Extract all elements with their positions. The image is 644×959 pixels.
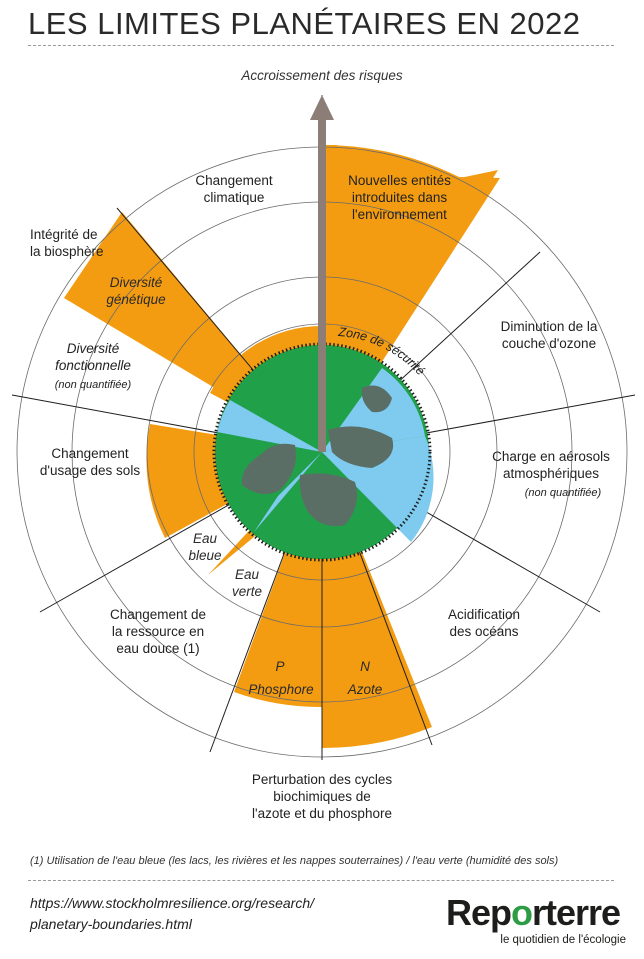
segment-functional-diversity bbox=[217, 400, 322, 452]
source-link[interactable]: https://www.stockholmresilience.org/rese… bbox=[30, 893, 314, 935]
label-nitrogen-symbol: N bbox=[360, 659, 370, 674]
label-aerosols-not-quantified: (non quantifiée) bbox=[524, 487, 602, 499]
footnote: (1) Utilisation de l'eau bleue (les lacs… bbox=[30, 855, 559, 867]
label-ocean-acidification: Acidification des océans bbox=[447, 607, 521, 639]
label-blue-water: Eau bleue bbox=[188, 531, 222, 563]
label-functional-diversity: Diversité fonctionnelle bbox=[55, 341, 131, 373]
page-title: LES LIMITES PLANÉTAIRES EN 2022 bbox=[28, 6, 581, 41]
logo-part1: Rep bbox=[446, 892, 512, 933]
label-ozone: Diminution de la couche d'ozone bbox=[500, 319, 598, 351]
label-aerosols: Charge en aérosols atmosphériques bbox=[492, 449, 610, 481]
label-biochemical: Perturbation des cycles biochimiques de … bbox=[251, 772, 393, 821]
title-divider bbox=[28, 45, 614, 46]
label-phosphorus: Phosphore bbox=[248, 682, 314, 697]
label-green-water: Eau verte bbox=[231, 567, 262, 599]
label-biosphere: Intégrité de la biosphère bbox=[30, 227, 104, 259]
segment-blue-water bbox=[254, 452, 322, 532]
label-phosphorus-symbol: P bbox=[275, 659, 285, 674]
logo-o: o bbox=[511, 892, 533, 933]
arrow-label: Accroissement des risques bbox=[241, 68, 403, 83]
label-novel-entities: Nouvelles entités introduites dans l'env… bbox=[348, 173, 451, 222]
reporterre-logo: Reporterre le quotidien de l'écologie bbox=[446, 894, 626, 947]
risk-arrow bbox=[310, 95, 334, 452]
label-climate: Changement climatique bbox=[195, 173, 273, 205]
label-nitrogen: Azote bbox=[347, 682, 383, 697]
source-link-line2[interactable]: planetary-boundaries.html bbox=[30, 916, 192, 932]
label-freshwater: Changement de la ressource en eau douce … bbox=[109, 607, 207, 656]
logo-part2: rterre bbox=[532, 892, 621, 933]
logo-wordmark: Reporterre bbox=[446, 894, 626, 932]
logo-tagline: le quotidien de l'écologie bbox=[500, 934, 626, 946]
label-genetic-diversity: Diversité génétique bbox=[106, 275, 166, 307]
label-functional-not-quantified: (non quantifiée) bbox=[54, 379, 132, 391]
footer-divider bbox=[28, 880, 614, 881]
source-link-line1[interactable]: https://www.stockholmresilience.org/rese… bbox=[30, 895, 314, 911]
globe-continents bbox=[241, 385, 394, 527]
label-land-use: Changement d'usage des sols bbox=[39, 446, 141, 478]
